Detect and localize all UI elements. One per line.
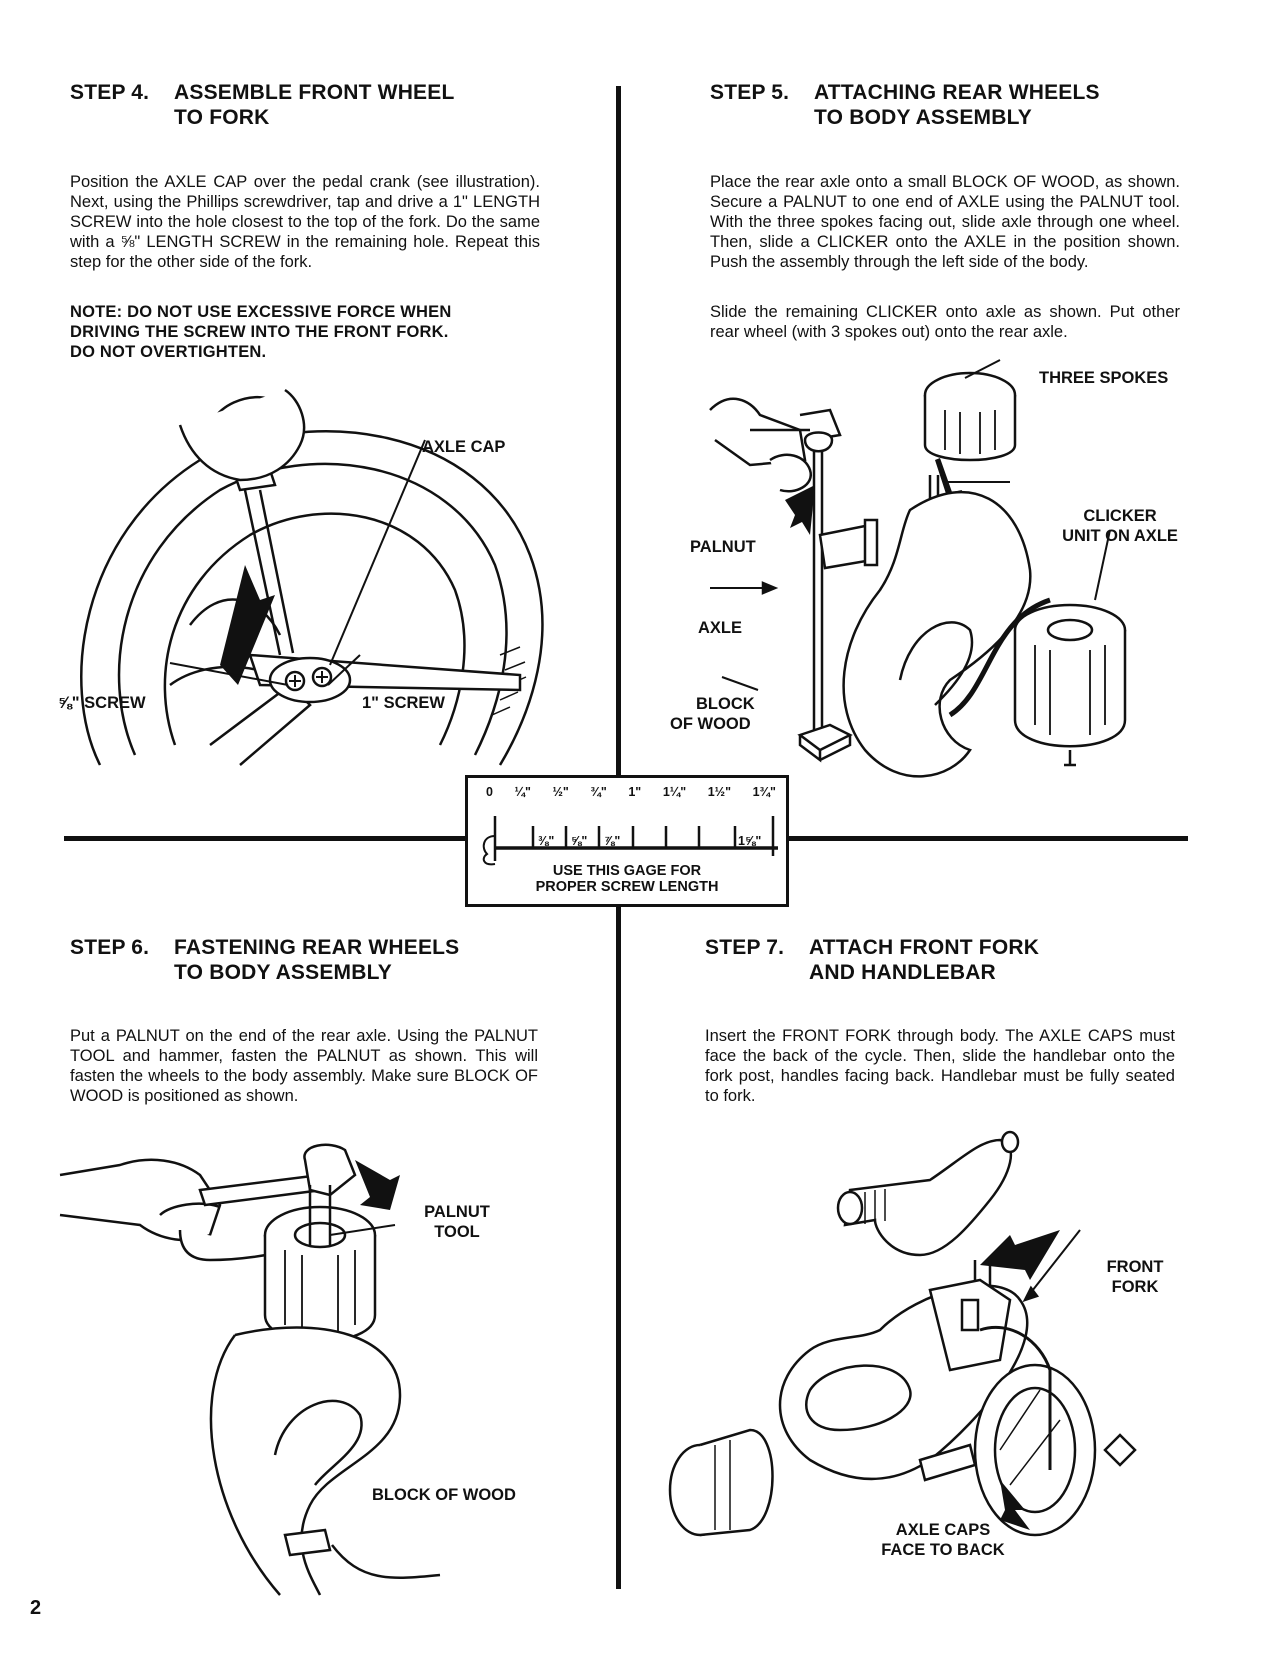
step7-label-axle-caps-line2: FACE TO BACK — [881, 1541, 1005, 1559]
step5-title: STEP 5. ATTACHING REAR WHEELS TO BODY ASS… — [710, 80, 1210, 130]
step5-label-block-line1: BLOCK — [696, 695, 755, 713]
step5-label-axle: AXLE — [698, 619, 743, 637]
step6-palnut-fastening-illustration — [59, 1143, 441, 1596]
step7-body: Insert the FRONT FORK through body. The … — [705, 1027, 1175, 1105]
step7-title: STEP 7. ATTACH FRONT FORK AND HANDLEBAR — [705, 935, 1205, 985]
gage-top-tick-labels: 0 ¼" ½" ¾" 1" 1¼" 1½" 1¾" — [486, 785, 776, 799]
step4-label-1-screw: 1" SCREW — [362, 694, 445, 712]
step6-label-palnut-line1: PALNUT — [424, 1203, 490, 1221]
gage-caption: USE THIS GAGE FOR PROPER SCREW LENGTH — [468, 863, 786, 895]
step4-note-line1: NOTE: DO NOT USE EXCESSIVE FORCE WHEN — [70, 303, 452, 321]
step7-title-line2: AND HANDLEBAR — [809, 961, 996, 984]
step6-label-block-of-wood: BLOCK OF WOOD — [372, 1486, 516, 1504]
step5-label-clicker: CLICKER UNIT ON AXLE — [1050, 506, 1190, 546]
step5-label-palnut: PALNUT — [690, 538, 756, 556]
step7-label-front-line1: FRONT — [1106, 1258, 1164, 1276]
gage-tick-half: ½" — [552, 785, 569, 799]
step5-label-clicker-line1: CLICKER — [1083, 507, 1157, 525]
gage-tick-three-quarter: ¾" — [590, 785, 607, 799]
step7-label-axle-caps: AXLE CAPS FACE TO BACK — [853, 1520, 1033, 1560]
gage-ruler-drawing — [482, 816, 778, 866]
step6-title: STEP 6. FASTENING REAR WHEELS TO BODY ASS… — [70, 935, 590, 985]
step5-label-clicker-line2: UNIT ON AXLE — [1062, 527, 1178, 545]
horizontal-divider-right — [786, 836, 1188, 841]
step7-label-front-fork: FRONT FORK — [1090, 1257, 1180, 1297]
gage-tick-1-three-quarter: 1¾" — [752, 785, 776, 799]
step7-title-line1: ATTACH FRONT FORK — [809, 936, 1040, 959]
step5-label-three-spokes: THREE SPOKES — [1039, 369, 1169, 387]
step4-label-axle-cap: AXLE CAP — [422, 438, 506, 456]
step5-body1: Place the rear axle onto a small BLOCK O… — [710, 173, 1180, 271]
step6-number: STEP 6. — [70, 936, 150, 959]
gage-tick-1: 1" — [628, 785, 642, 799]
gage-tick-0: 0 — [486, 785, 493, 799]
gage-caption-line2: PROPER SCREW LENGTH — [535, 879, 719, 895]
gage-tick-1-quarter: 1¼" — [662, 785, 687, 799]
step6-title-line1: FASTENING REAR WHEELS — [174, 936, 460, 959]
screw-length-gage: 0 ¼" ½" ¾" 1" 1¼" 1½" 1¾" ⅜" ⅝" ⅞" 1⅝" U… — [465, 775, 789, 907]
step6-label-palnut-line2: TOOL — [434, 1223, 480, 1241]
gage-caption-line1: USE THIS GAGE FOR — [552, 863, 702, 879]
step4-note-line2: DRIVING THE SCREW INTO THE FRONT FORK. — [70, 323, 449, 341]
gage-tick-quarter: ¼" — [514, 785, 531, 799]
step4-title-line1: ASSEMBLE FRONT WHEEL — [174, 81, 455, 104]
gage-bottom-tick-1: ⅜" — [538, 834, 555, 848]
step4-note-line3: DO NOT OVERTIGHTEN. — [70, 343, 267, 361]
step4-body: Position the AXLE CAP over the pedal cra… — [70, 173, 540, 271]
step5-title-line2: TO BODY ASSEMBLY — [814, 106, 1032, 129]
step4-label-58-screw: ⅝" SCREW — [58, 694, 146, 712]
center-vertical-divider-bottom — [616, 904, 621, 1589]
gage-bottom-tick-2: ⅝" — [571, 834, 588, 848]
gage-bottom-tick-4: 1⅝" — [738, 834, 762, 848]
step5-rear-wheel-illustration — [709, 359, 1127, 778]
step7-label-front-line2: FORK — [1111, 1278, 1159, 1296]
step5-body2: Slide the remaining CLICKER onto axle as… — [710, 303, 1180, 341]
step6-label-palnut-tool: PALNUT TOOL — [412, 1202, 502, 1242]
step5-label-block-line2: OF WOOD — [670, 715, 751, 733]
step7-number: STEP 7. — [705, 936, 785, 959]
step5-number: STEP 5. — [710, 81, 790, 104]
horizontal-divider-left — [64, 836, 466, 841]
step5-label-block-of-wood: BLOCK OF WOOD — [670, 694, 755, 734]
step7-front-fork-handlebar-illustration — [668, 1130, 1137, 1537]
step4-title: STEP 4. ASSEMBLE FRONT WHEEL TO FORK — [70, 80, 590, 130]
gage-tick-1-half: 1½" — [707, 785, 732, 799]
step6-body: Put a PALNUT on the end of the rear axle… — [70, 1027, 538, 1105]
step4-wheel-fork-illustration — [80, 388, 544, 766]
step7-label-axle-caps-line1: AXLE CAPS — [895, 1521, 991, 1539]
step4-note: NOTE: DO NOT USE EXCESSIVE FORCE WHEN DR… — [70, 302, 570, 362]
page-number: 2 — [30, 1597, 42, 1619]
step6-title-line2: TO BODY ASSEMBLY — [174, 961, 392, 984]
step5-title-line1: ATTACHING REAR WHEELS — [814, 81, 1100, 104]
center-vertical-divider-top — [616, 86, 621, 782]
step4-title-line2: TO FORK — [174, 106, 270, 129]
gage-bottom-tick-3: ⅞" — [604, 834, 621, 848]
step4-number: STEP 4. — [70, 81, 150, 104]
